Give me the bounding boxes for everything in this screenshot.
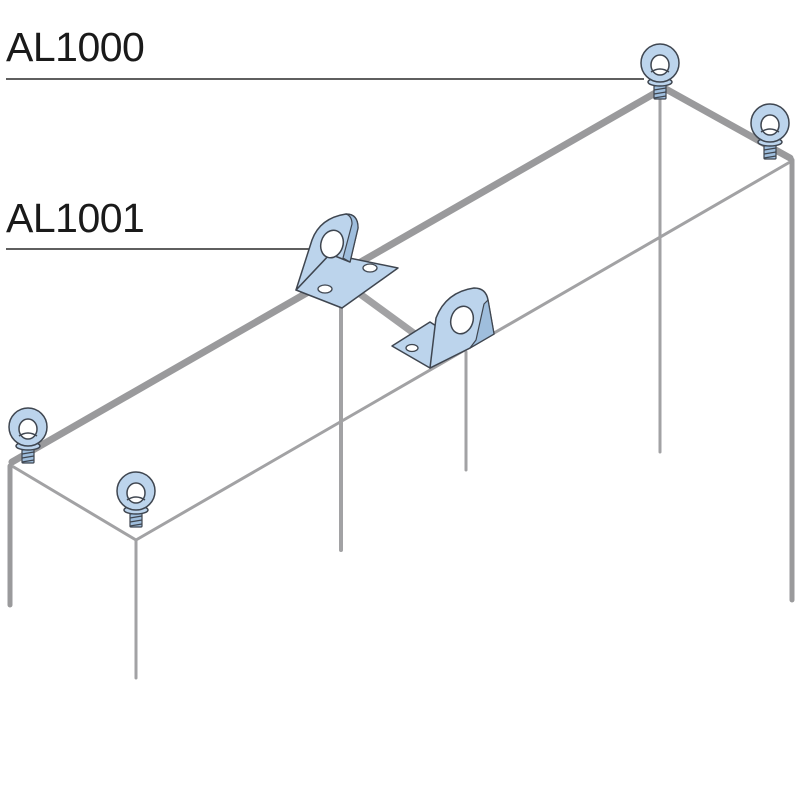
eye-bolt-front [116,471,156,528]
bracket-right-base-hole [405,343,419,353]
label-al1000: AL1000 [6,24,145,70]
eye-bolts [8,43,790,528]
frame-top-outline [8,84,794,542]
lifting-bracket-left [295,213,399,309]
label-al1001: AL1001 [6,195,145,241]
bracket-left-base-hole-1 [317,284,333,294]
lifting-bracket-right [391,287,495,369]
bracket-right-plate-edge [469,299,495,349]
bracket-left-plate-edge [342,213,359,263]
bracket-left-eye-hole [319,229,345,259]
frame-left-short-edge [10,464,138,542]
eye-bolt-left [8,407,48,464]
bracket-left-base-hole-2 [362,263,378,273]
leader-lines [6,78,644,250]
frame-vertical-posts [7,93,795,680]
bracket-right-eye-hole [449,305,475,335]
